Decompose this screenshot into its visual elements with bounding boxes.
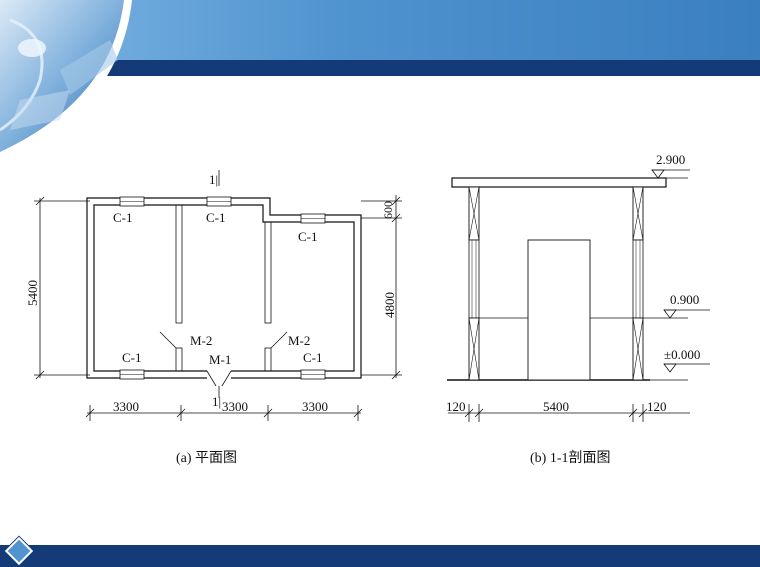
dim-right-lower: 4800 [382,292,397,318]
footer-stripe [0,545,760,567]
dim-right-upper: 600 [381,201,395,219]
label-c1-bottom-right: C-1 [303,350,323,365]
door-m2-right-swing [270,331,288,349]
plan-outer-wall [86,197,362,379]
elev-roof: 2.900 [656,152,685,167]
floor-plan: C-1 C-1 C-1 C-1 C-1 M-2 M-2 M-1 1| 1| 33… [25,170,402,466]
door-m1-gap [207,370,231,380]
header-stripe [0,60,760,76]
dim-wall-left: 120 [446,399,466,414]
section-mark-bottom: 1| [212,394,221,409]
right-window [632,239,644,319]
label-m2-right: M-2 [288,333,310,348]
corner-decoration [0,0,132,165]
elev-ground: ±0.000 [664,347,700,362]
label-m1: M-1 [209,352,231,367]
interior-door [527,239,591,381]
label-m2-left: M-2 [190,333,212,348]
door-m1-leaf-right [221,370,232,387]
dim-bay-1: 3300 [113,399,139,414]
dim-span: 5400 [543,399,569,414]
label-c1-bottom-left: C-1 [122,350,142,365]
partition-right [264,221,272,324]
door-m1-leaf-left [206,370,217,387]
dim-wall-right: 120 [647,399,667,414]
section-mark-top: 1| [209,172,218,187]
dim-bay-2: 3300 [222,399,248,414]
label-c1-top-mid: C-1 [206,210,226,225]
plan-inner-wall [93,204,355,372]
elev-sill: 0.900 [670,292,699,307]
partition-right-lower [264,347,272,372]
plan-caption: (a) 平面图 [176,451,237,466]
partition-left [175,204,183,324]
dim-depth-total: 5400 [25,280,40,306]
roof-slab [451,177,667,188]
label-c1-top-left: C-1 [113,210,133,225]
dim-bay-3: 3300 [302,399,328,414]
section-caption: (b) 1-1剖面图 [530,450,611,466]
door-m2-left-swing [159,331,177,349]
left-window [468,239,480,319]
partition-left-lower [175,347,183,372]
section-view: 2.900 0.900 ±0.000 120 5400 120 (b) 1-1剖… [446,152,710,466]
label-c1-top-right: C-1 [298,229,318,244]
